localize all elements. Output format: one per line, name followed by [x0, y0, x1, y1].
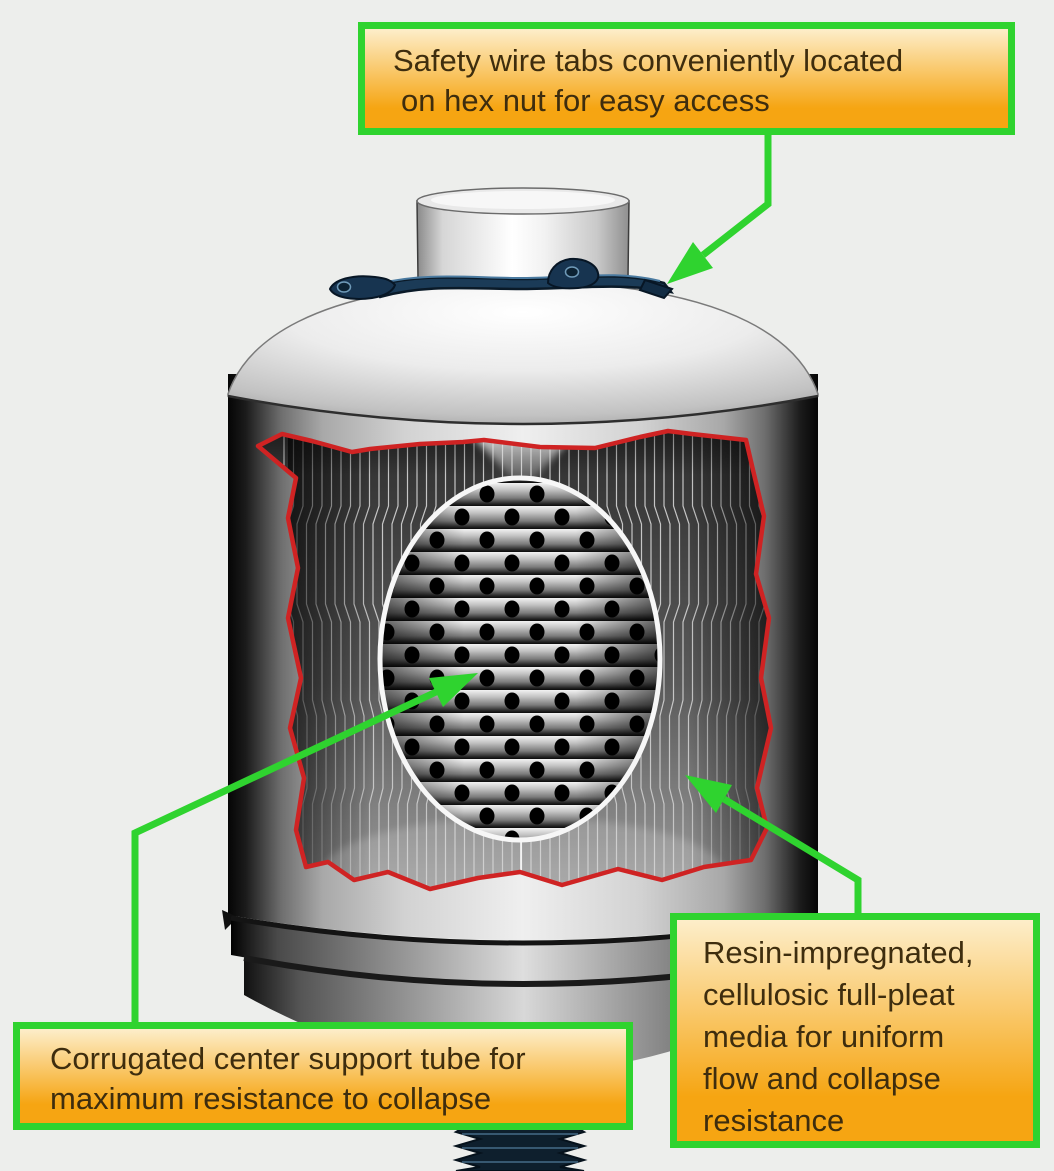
center-support-tube [377, 475, 663, 843]
arrow-to-pleat-media [685, 775, 862, 913]
callout-text-line: Corrugated center support tube for [50, 1041, 526, 1076]
arrow-to-center-tube [131, 673, 478, 1022]
callout-text-line: cellulosic full-pleat [703, 977, 955, 1012]
callout-text-line: media for uniform [703, 1019, 945, 1054]
callout-pleat-media: Resin-impregnated, cellulosic full-pleat… [670, 913, 1040, 1148]
arrow-to-safety-wire-tab [667, 131, 772, 284]
callout-text-line: on hex nut for easy access [401, 83, 770, 118]
callout-safety-wire-tabs: Safety wire tabs conveniently located on… [358, 22, 1015, 135]
callout-text-line: flow and collapse [703, 1061, 941, 1096]
callout-text-line: resistance [703, 1103, 845, 1138]
safety-wire-tab-band [328, 257, 675, 300]
callout-center-support-tube: Corrugated center support tube for maxim… [13, 1022, 633, 1130]
dome-rim [227, 394, 819, 426]
arrowhead [685, 775, 732, 813]
arrowhead [667, 242, 713, 284]
filter-dome [227, 280, 819, 425]
arrowhead [429, 673, 478, 707]
callout-text-line: maximum resistance to collapse [50, 1081, 492, 1116]
callout-text-line: Resin-impregnated, [703, 935, 974, 970]
callout-text-line: Safety wire tabs conveniently located [393, 43, 904, 78]
canister-left-notch [222, 910, 238, 930]
